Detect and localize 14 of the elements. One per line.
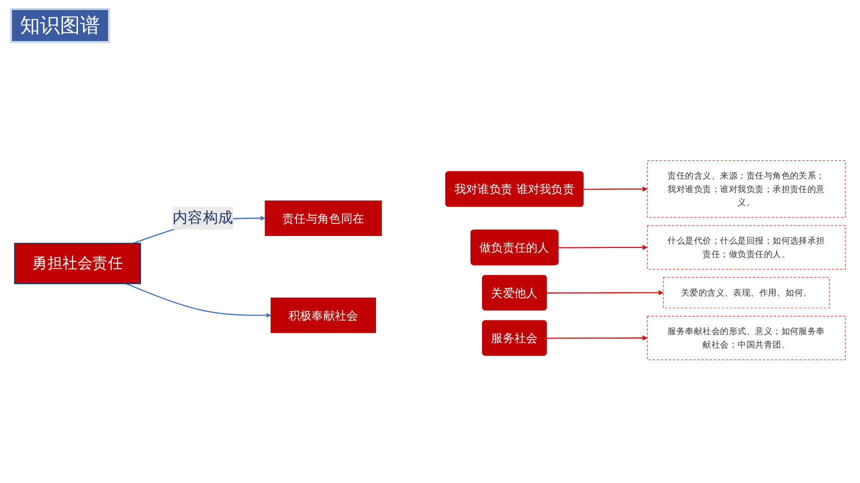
- node-box: 责任与角色同在: [264, 200, 382, 236]
- node-box: 什么是代价；什么是回报；如何选择承担责任；做负责任的人。: [647, 226, 846, 270]
- arrow: [546, 336, 648, 341]
- node-box: 责任的含义、来源；责任与角色的关系；我对谁负责；谁对我负责；承担责任的意义。: [647, 160, 846, 218]
- arrow: [546, 290, 664, 296]
- arrow: [584, 186, 648, 192]
- title: 知识图谱: [10, 8, 110, 43]
- node-box: 关爱的含义、表现、作用、如何。: [663, 277, 830, 309]
- arrow: [126, 283, 272, 318]
- arrow: [558, 245, 648, 250]
- node-box: 勇担社会责任: [14, 243, 142, 284]
- node-box: 服务奉献社会的形式、意义；如何服务奉献社会；中国共青团。: [647, 316, 846, 360]
- node-box: 积极奉献社会: [270, 298, 376, 334]
- edge-label: 内容构成: [172, 209, 234, 227]
